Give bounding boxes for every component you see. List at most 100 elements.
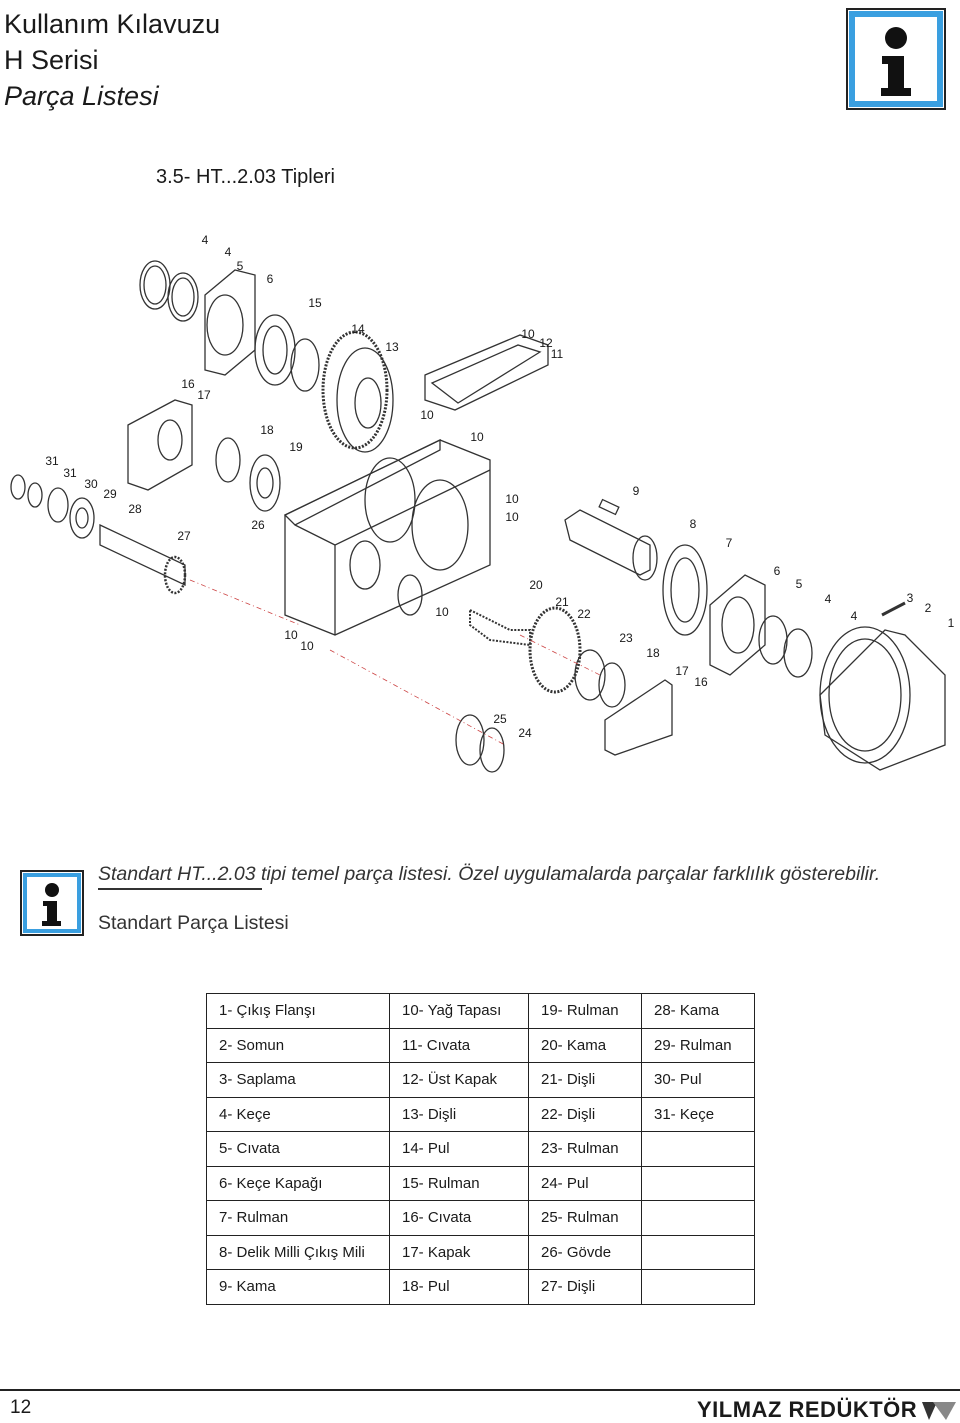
callout-label: 25: [493, 712, 507, 726]
callout-label: 30: [84, 477, 98, 491]
table-cell: 29- Rulman: [641, 1027, 755, 1063]
table-cell: 16- Cıvata: [389, 1200, 529, 1236]
callout-label: 4: [225, 245, 232, 259]
table-cell: [641, 1200, 755, 1236]
table-cell: 7- Rulman: [206, 1200, 390, 1236]
info-icon: [846, 8, 946, 110]
callout-label: 31: [45, 454, 59, 468]
callout-label: 10: [521, 327, 535, 341]
callout-label: 20: [529, 578, 543, 592]
table-cell: 9- Kama: [206, 1269, 390, 1305]
table-cell: 19- Rulman: [528, 993, 642, 1029]
callout-label: 10: [284, 628, 298, 642]
callout-label: 10: [435, 605, 449, 619]
table-cell: 1- Çıkış Flanşı: [206, 993, 390, 1029]
callout-label: 16: [181, 377, 195, 391]
table-cell: 12- Üst Kapak: [389, 1062, 529, 1098]
callout-label: 16: [694, 675, 708, 689]
footer-rule: [0, 1389, 960, 1391]
table-cell: 4- Keçe: [206, 1096, 390, 1132]
table-cell: [641, 1234, 755, 1270]
callout-label: 10: [470, 430, 484, 444]
table-cell: 20- Kama: [528, 1027, 642, 1063]
callout-label: 26: [251, 518, 265, 532]
document-header: Kullanım Kılavuzu H Serisi Parça Listesi: [4, 6, 220, 114]
callout-label: 5: [237, 259, 244, 273]
table-cell: 2- Somun: [206, 1027, 390, 1063]
page-number: 12: [10, 1397, 32, 1418]
standard-parts-title: Standart Parça Listesi: [98, 912, 289, 934]
callout-label: 4: [202, 233, 209, 247]
callout-label: 7: [726, 536, 733, 550]
parts-note: Standart HT...2.03 tipi temel parça list…: [98, 863, 881, 885]
table-cell: 31- Keçe: [641, 1096, 755, 1132]
table-cell: 21- Dişli: [528, 1062, 642, 1098]
callout-label: 10: [300, 639, 314, 653]
exploded-view-diagram: 4456151413101211161710101819313130292827…: [10, 233, 955, 773]
callout-label: 24: [518, 726, 532, 740]
callout-label: 8: [690, 517, 697, 531]
table-cell: 15- Rulman: [389, 1165, 529, 1201]
callout-label: 4: [825, 592, 832, 606]
callout-label: 31: [63, 466, 77, 480]
table-cell: 24- Pul: [528, 1165, 642, 1201]
callout-label: 28: [128, 502, 142, 516]
brand-logo-icon: [922, 1402, 956, 1420]
callout-label: 3: [907, 591, 914, 605]
note-underline: [98, 888, 262, 890]
callout-label: 17: [675, 664, 689, 678]
callout-label: 10: [505, 510, 519, 524]
table-cell: 28- Kama: [641, 993, 755, 1029]
callout-label: 18: [646, 646, 660, 660]
callout-label: 11: [551, 347, 564, 361]
callout-label: 6: [267, 272, 274, 286]
table-cell: 23- Rulman: [528, 1131, 642, 1167]
callout-label: 22: [577, 607, 591, 621]
callout-label: 27: [177, 529, 191, 543]
table-cell: 8- Delik Milli Çıkış Mili: [206, 1234, 390, 1270]
callout-label: 4: [851, 609, 858, 623]
callout-label: 21: [555, 595, 569, 609]
callout-label: 19: [289, 440, 303, 454]
callout-label: 15: [308, 296, 322, 310]
callout-label: 6: [774, 564, 781, 578]
table-cell: 11- Cıvata: [389, 1027, 529, 1063]
callout-label: 18: [260, 423, 274, 437]
callout-label: 1: [948, 616, 955, 630]
table-cell: [641, 1269, 755, 1305]
table-cell: 26- Gövde: [528, 1234, 642, 1270]
brand-name: YILMAZ REDÜKTÖR: [697, 1397, 918, 1422]
table-cell: 18- Pul: [389, 1269, 529, 1305]
table-cell: 13- Dişli: [389, 1096, 529, 1132]
table-cell: 5- Cıvata: [206, 1131, 390, 1167]
table-cell: [641, 1165, 755, 1201]
manual-title: Kullanım Kılavuzu: [4, 9, 221, 39]
callout-label: 12: [539, 336, 553, 350]
callout-label: 23: [619, 631, 633, 645]
callout-label: 10: [505, 492, 519, 506]
section-title: 3.5- HT...2.03 Tipleri: [156, 166, 335, 188]
callout-label: 29: [103, 487, 117, 501]
table-cell: 6- Keçe Kapağı: [206, 1165, 390, 1201]
table-cell: 30- Pul: [641, 1062, 755, 1098]
callout-label: 17: [197, 388, 211, 402]
note-info-icon: [20, 870, 84, 936]
parts-list-title: Parça Listesi: [4, 81, 159, 111]
table-cell: 27- Dişli: [528, 1269, 642, 1305]
table-cell: 17- Kapak: [389, 1234, 529, 1270]
table-cell: 14- Pul: [389, 1131, 529, 1167]
table-cell: [641, 1131, 755, 1167]
table-cell: 3- Saplama: [206, 1062, 390, 1098]
series-title: H Serisi: [4, 45, 99, 75]
callout-label: 2: [925, 601, 932, 615]
